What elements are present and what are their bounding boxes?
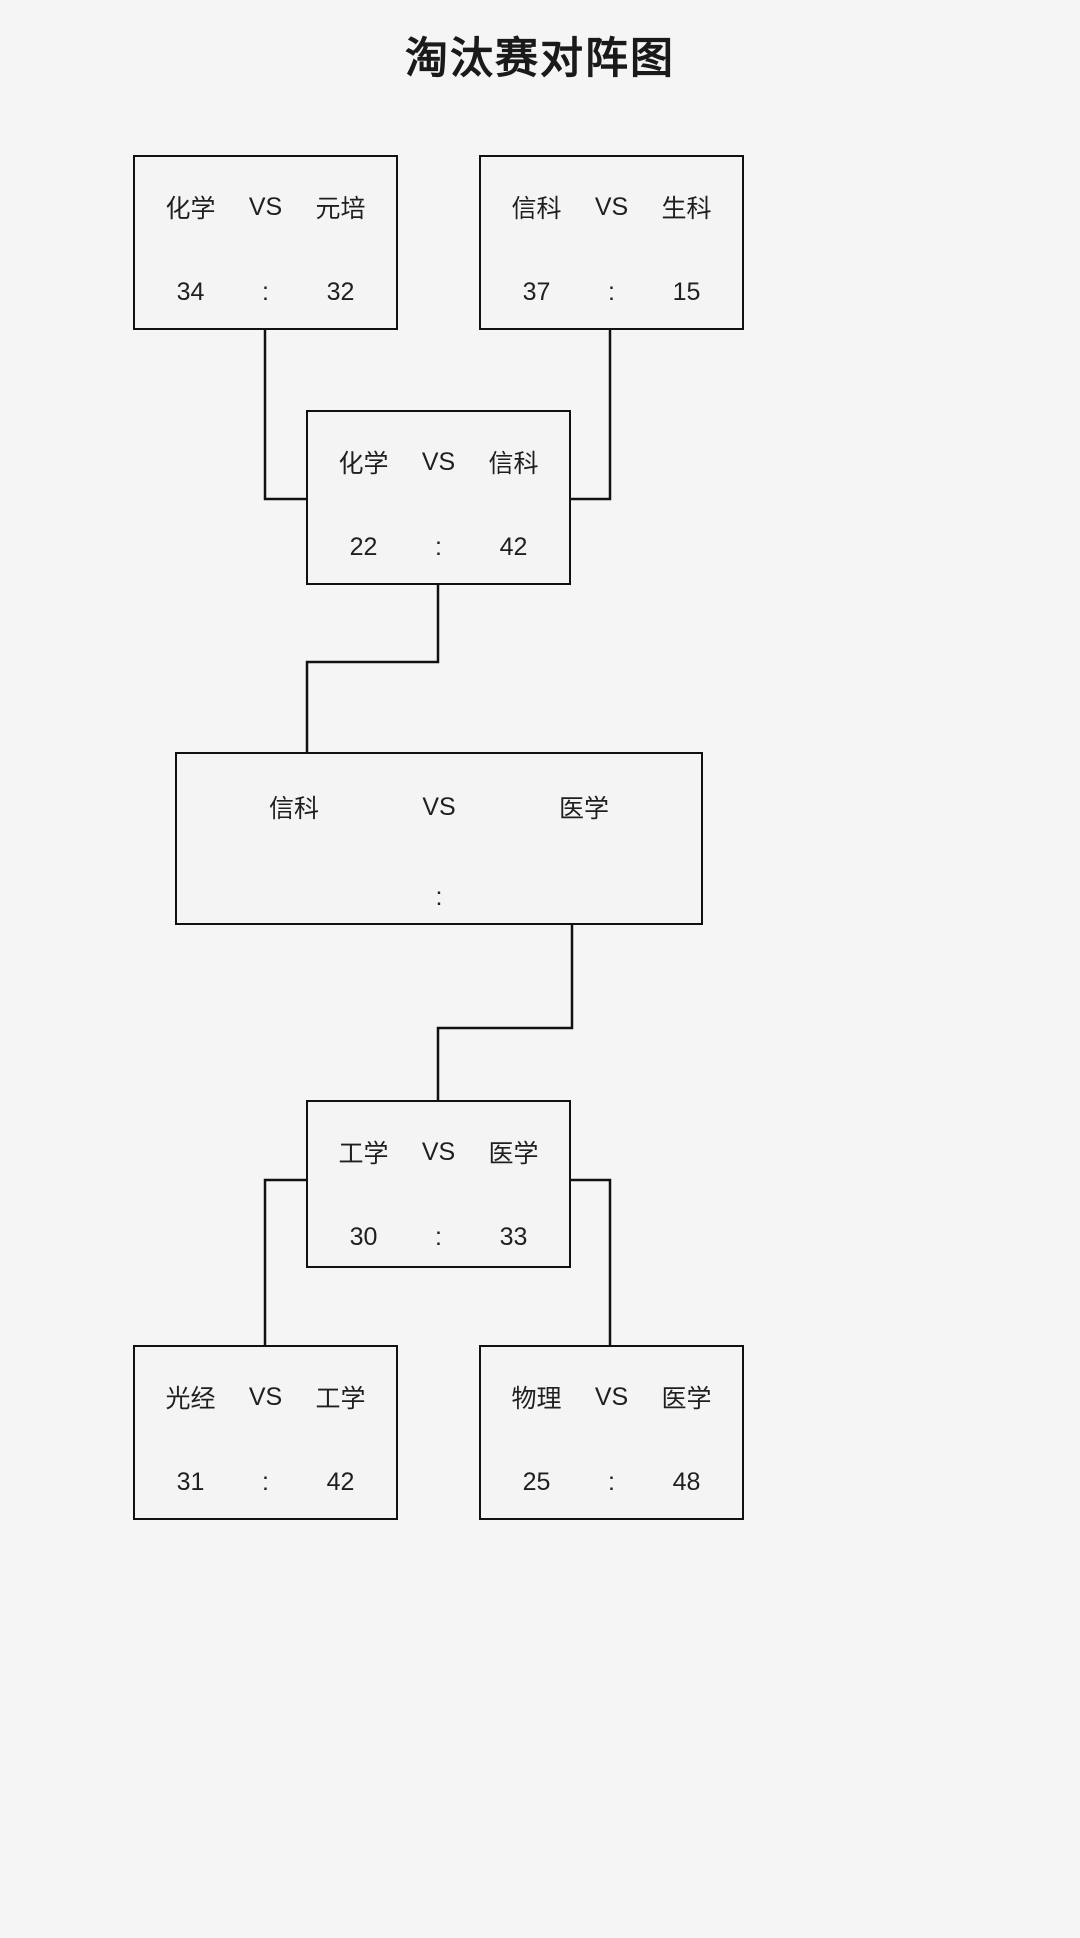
team-name-left: 信科 <box>511 195 562 223</box>
teams-row: 信科 VS 医学 <box>177 789 701 825</box>
team-name-right: 信科 <box>488 450 539 478</box>
match-box-r1-chem-yuanpei[interactable]: 化学 VS 元培 34 : 32 <box>133 155 398 330</box>
score-separator: : <box>435 533 442 561</box>
team-name-left: 工学 <box>338 1140 389 1168</box>
vs-label: VS <box>594 192 629 221</box>
score-left: 37 <box>522 278 551 306</box>
score-separator: : <box>608 278 615 306</box>
page-title: 淘汰赛对阵图 <box>405 35 675 83</box>
vs-label: VS <box>248 192 283 221</box>
team-name-left: 光经 <box>165 1385 216 1413</box>
score-separator: : <box>262 1468 269 1496</box>
connector-lowersemi-to-r1left <box>263 1178 309 1347</box>
score-right: 48 <box>672 1468 701 1496</box>
match-box-r1-guangjing-gongxue[interactable]: 光经 VS 工学 31 : 42 <box>133 1345 398 1520</box>
team-name-left: 化学 <box>338 450 389 478</box>
team-name-right: 医学 <box>488 1140 539 1168</box>
score-right: 33 <box>499 1223 528 1251</box>
score-separator: : <box>435 1223 442 1251</box>
team-name-right: 生科 <box>661 195 712 223</box>
teams-row: 化学 VS 信科 <box>308 444 569 480</box>
score-left: 31 <box>176 1468 205 1496</box>
teams-row: 工学 VS 医学 <box>308 1134 569 1170</box>
match-box-r2-gongxue-yixue[interactable]: 工学 VS 医学 30 : 33 <box>306 1100 571 1268</box>
score-row: 31 : 42 <box>135 1468 396 1497</box>
score-right: 42 <box>326 1468 355 1496</box>
match-box-final-xinke-yixue[interactable]: 信科 VS 医学 : <box>175 752 703 925</box>
score-left: 30 <box>349 1223 378 1251</box>
team-name-right: 医学 <box>661 1385 712 1413</box>
score-row: 25 : 48 <box>481 1468 742 1497</box>
score-left: 25 <box>522 1468 551 1496</box>
team-name-left: 化学 <box>165 195 216 223</box>
connector-r1left-to-r2 <box>263 326 309 501</box>
connector-r2-to-final <box>305 581 440 754</box>
score-separator: : <box>262 278 269 306</box>
teams-row: 物理 VS 医学 <box>481 1379 742 1415</box>
connector-r1right-to-r2 <box>568 326 612 501</box>
vs-label: VS <box>421 1137 456 1166</box>
score-right: 15 <box>672 278 701 306</box>
score-right: 32 <box>326 278 355 306</box>
vs-label: VS <box>594 1382 629 1411</box>
score-right: 42 <box>499 533 528 561</box>
score-left: 34 <box>176 278 205 306</box>
score-row: 30 : 33 <box>308 1223 569 1252</box>
score-row: 37 : 15 <box>481 278 742 307</box>
team-name-right: 工学 <box>315 1385 366 1413</box>
match-box-r1-xinke-shengke[interactable]: 信科 VS 生科 37 : 15 <box>479 155 744 330</box>
teams-row: 化学 VS 元培 <box>135 189 396 225</box>
vs-label: VS <box>422 792 456 821</box>
connector-final-to-lower <box>436 922 574 1102</box>
score-separator: : <box>435 883 443 911</box>
score-row: 22 : 42 <box>308 533 569 562</box>
team-name-right: 元培 <box>315 195 366 223</box>
teams-row: 信科 VS 生科 <box>481 189 742 225</box>
match-box-r2-chem-xinke[interactable]: 化学 VS 信科 22 : 42 <box>306 410 571 585</box>
vs-label: VS <box>248 1382 283 1411</box>
match-box-r1-wuli-yixue[interactable]: 物理 VS 医学 25 : 48 <box>479 1345 744 1520</box>
connector-lowersemi-to-r1right <box>568 1178 612 1347</box>
score-separator: : <box>608 1468 615 1496</box>
team-name-right: 医学 <box>558 795 609 823</box>
team-name-left: 物理 <box>511 1385 562 1413</box>
team-name-left: 信科 <box>268 795 319 823</box>
vs-label: VS <box>421 447 456 476</box>
score-left: 22 <box>349 533 378 561</box>
teams-row: 光经 VS 工学 <box>135 1379 396 1415</box>
score-row: : <box>177 883 701 912</box>
score-row: 34 : 32 <box>135 278 396 307</box>
